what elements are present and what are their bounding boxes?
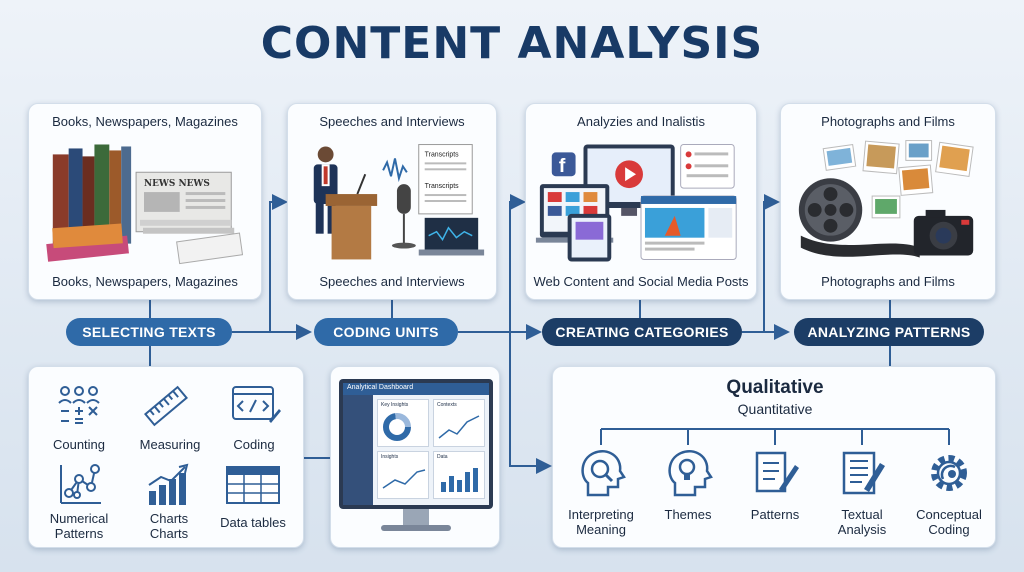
monitor-screen: Analytical Dashboard Key Insights Contex… — [339, 379, 493, 509]
dashboard-card: Analytical Dashboard Key Insights Contex… — [330, 366, 500, 548]
step-selecting-texts: SELECTING TEXTS — [66, 318, 232, 346]
source-card-caption: Books, Newspapers, Magazines — [52, 274, 238, 289]
photographs-films-illustration — [798, 140, 974, 258]
tool-charts-label-line2: Charts — [149, 526, 189, 541]
source-card-caption: Photographs and Films — [821, 274, 955, 289]
tool-counting-label: Counting — [52, 437, 106, 452]
bar-chart-icon — [148, 463, 189, 505]
speaker-podium-illustration: Transcripts Transcripts — [313, 144, 485, 260]
qual-item-label-line1: Textual — [841, 507, 883, 522]
step-coding-units: CODING UNITS — [314, 318, 458, 346]
insights-panel: Insights — [377, 451, 429, 499]
checklist-pen-icon — [755, 451, 799, 493]
source-card-photos: Photographs and Films Photographs and Fi… — [780, 103, 996, 300]
qual-item-label-line1: Themes — [664, 507, 712, 522]
monitor-base — [381, 525, 451, 531]
contexts-panel: Contexts — [433, 399, 485, 447]
transcript-label: Transcripts — [425, 151, 460, 158]
gear-head-icon — [931, 455, 967, 491]
source-card-caption: Web Content and Social Media Posts — [533, 274, 749, 289]
transcript-label: Transcripts — [425, 183, 460, 190]
source-card-title: Books, Newspapers, Magazines — [52, 114, 238, 129]
qual-item-label-line2: Analysis — [837, 522, 887, 537]
source-card-web: Analyzies and Inalistis f Web Con — [525, 103, 757, 300]
monitor-stand — [403, 509, 429, 525]
web-social-media-illustration: f — [535, 143, 737, 262]
step-creating-categories: CREATING CATEGORIES — [542, 318, 742, 346]
step-analyzing-patterns: ANALYZING PATTERNS — [794, 318, 984, 346]
tool-data-tables-label: Data tables — [220, 515, 286, 530]
panel-label: Data — [437, 454, 448, 460]
quantitative-tools-card: Counting Measuring Coding Numerical Patt… — [28, 366, 304, 548]
tool-measuring-label: Measuring — [139, 437, 201, 452]
dashboard-sidebar — [343, 395, 373, 505]
network-nodes-icon — [60, 464, 101, 504]
source-card-title: Speeches and Interviews — [319, 114, 465, 129]
source-card-books: Books, Newspapers, Magazines NEWS NEWS B… — [28, 103, 262, 300]
dashboard-title: Analytical Dashboard — [347, 384, 414, 391]
head-lightbulb-icon — [668, 450, 713, 497]
qual-item-label-line1: Patterns — [750, 507, 800, 522]
data-panel: Data — [433, 451, 485, 499]
data-table-icon — [226, 466, 280, 504]
tool-numerical-label-line2: Patterns — [54, 526, 104, 541]
books-newspapers-illustration: NEWS NEWS — [46, 144, 244, 265]
qual-item-label-line2: Coding — [928, 522, 970, 537]
tool-numerical-label-line1: Numerical — [49, 511, 109, 526]
line-chart-mini — [382, 469, 426, 489]
insight-panel: Key Insights — [377, 399, 429, 447]
line-chart-mini — [438, 415, 480, 439]
panel-label: Contexts — [437, 402, 457, 408]
facebook-icon: f — [559, 155, 566, 177]
quantitative-subtitle: Quantitative — [737, 401, 813, 417]
document-pen-icon — [842, 451, 885, 495]
source-card-caption: Speeches and Interviews — [319, 274, 465, 289]
head-magnifier-icon — [581, 450, 626, 497]
tool-coding-label: Coding — [233, 437, 275, 452]
counting-icon — [58, 386, 100, 424]
source-card-title: Photographs and Films — [821, 114, 955, 129]
newspaper-headline: NEWS NEWS — [144, 179, 210, 189]
code-window-icon — [232, 386, 281, 423]
dashboard-header: Analytical Dashboard — [343, 383, 489, 395]
source-card-title: Analyzies and Inalistis — [577, 114, 705, 129]
panel-label: Insights — [381, 454, 399, 460]
ruler-icon — [144, 385, 188, 427]
tool-charts-label-line1: Charts — [149, 511, 189, 526]
panel-label: Key Insights — [381, 402, 409, 408]
qual-item-label-line2: Meaning — [576, 522, 626, 537]
page-title: CONTENT ANALYSIS — [260, 18, 764, 69]
qualitative-card: Qualitative Quantitative Interpreting Me… — [552, 366, 996, 548]
qual-item-label-line1: Interpreting — [568, 507, 634, 522]
qual-item-label-line1: Conceptual — [916, 507, 982, 522]
source-card-speeches: Speeches and Interviews Transcripts Tran… — [287, 103, 497, 300]
bar-chart-mini — [441, 468, 478, 492]
qualitative-title: Qualitative — [726, 377, 824, 398]
dashboard-window: Analytical Dashboard Key Insights Contex… — [343, 383, 489, 505]
qualitative-bracket — [600, 428, 950, 445]
donut-chart — [383, 413, 411, 441]
